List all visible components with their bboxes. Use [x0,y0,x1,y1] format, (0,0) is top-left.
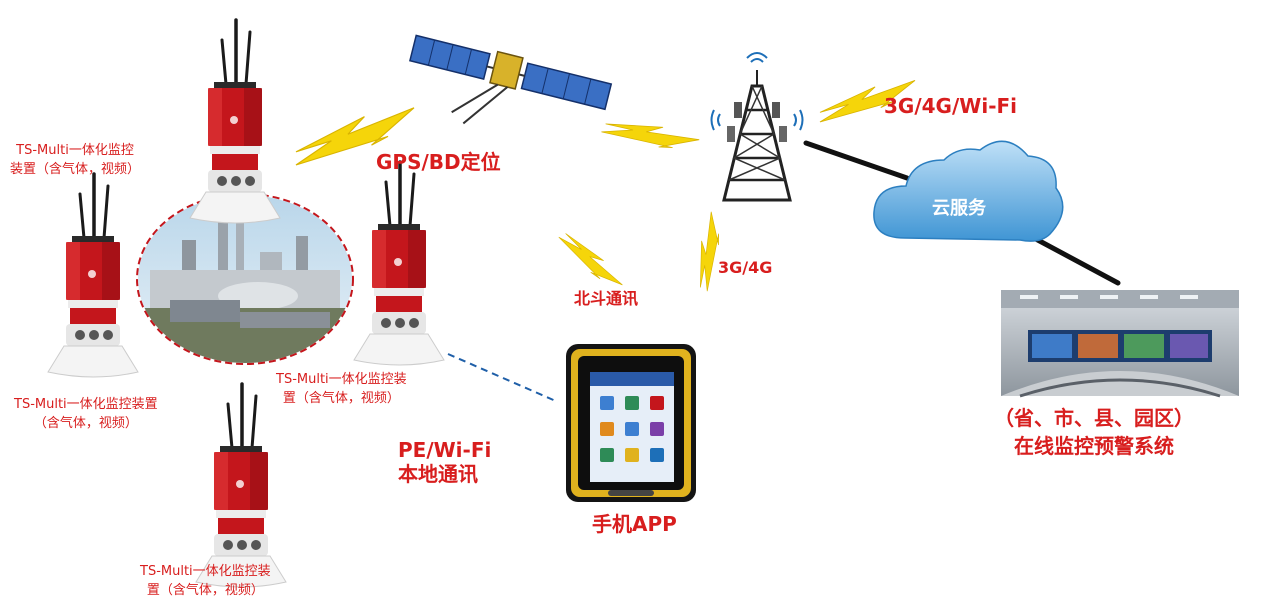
monitoring-device-icon [46,172,140,379]
monitoring-device-icon [188,18,282,225]
beidou-label: 北斗通讯 [574,289,639,308]
cellular-label: 3G/4G [718,258,773,277]
satellite-icon [409,34,613,125]
monitoring-device-icon [352,160,446,367]
monitoring-device-icon [194,382,288,589]
network-label: 3G/4G/Wi-Fi [884,94,1018,118]
device-label-2: TS-Multi一体化监控装置 （含气体，视频） [14,397,158,431]
cloud-label: 云服务 [932,198,986,219]
lightning-signal-icon [677,211,742,292]
cloud-icon [873,140,1064,242]
system-label: （省、市、县、园区） 在线监控预警系统 [994,406,1194,458]
factory-image [136,193,354,365]
app-label: 手机APP [592,512,677,536]
lightning-signal-icon [601,96,700,175]
cell-tower-icon [710,52,804,202]
gps-label: GPS/BD定位 [376,150,501,174]
tower-cloud-link [803,140,910,181]
local-comm-label: PE/Wi-Fi 本地通讯 [398,438,492,486]
local-link [447,353,559,403]
cloud-system-link [1031,235,1121,286]
tablet-icon [566,344,696,502]
device-label-4: TS-Multi一体化监控装 置（含气体，视频） [140,564,271,598]
control-room-image [1001,290,1239,398]
device-label-1: TS-Multi一体化监控 装置（含气体，视频） [10,143,141,177]
device-label-3: TS-Multi一体化监控装 置（含气体，视频） [276,372,407,406]
